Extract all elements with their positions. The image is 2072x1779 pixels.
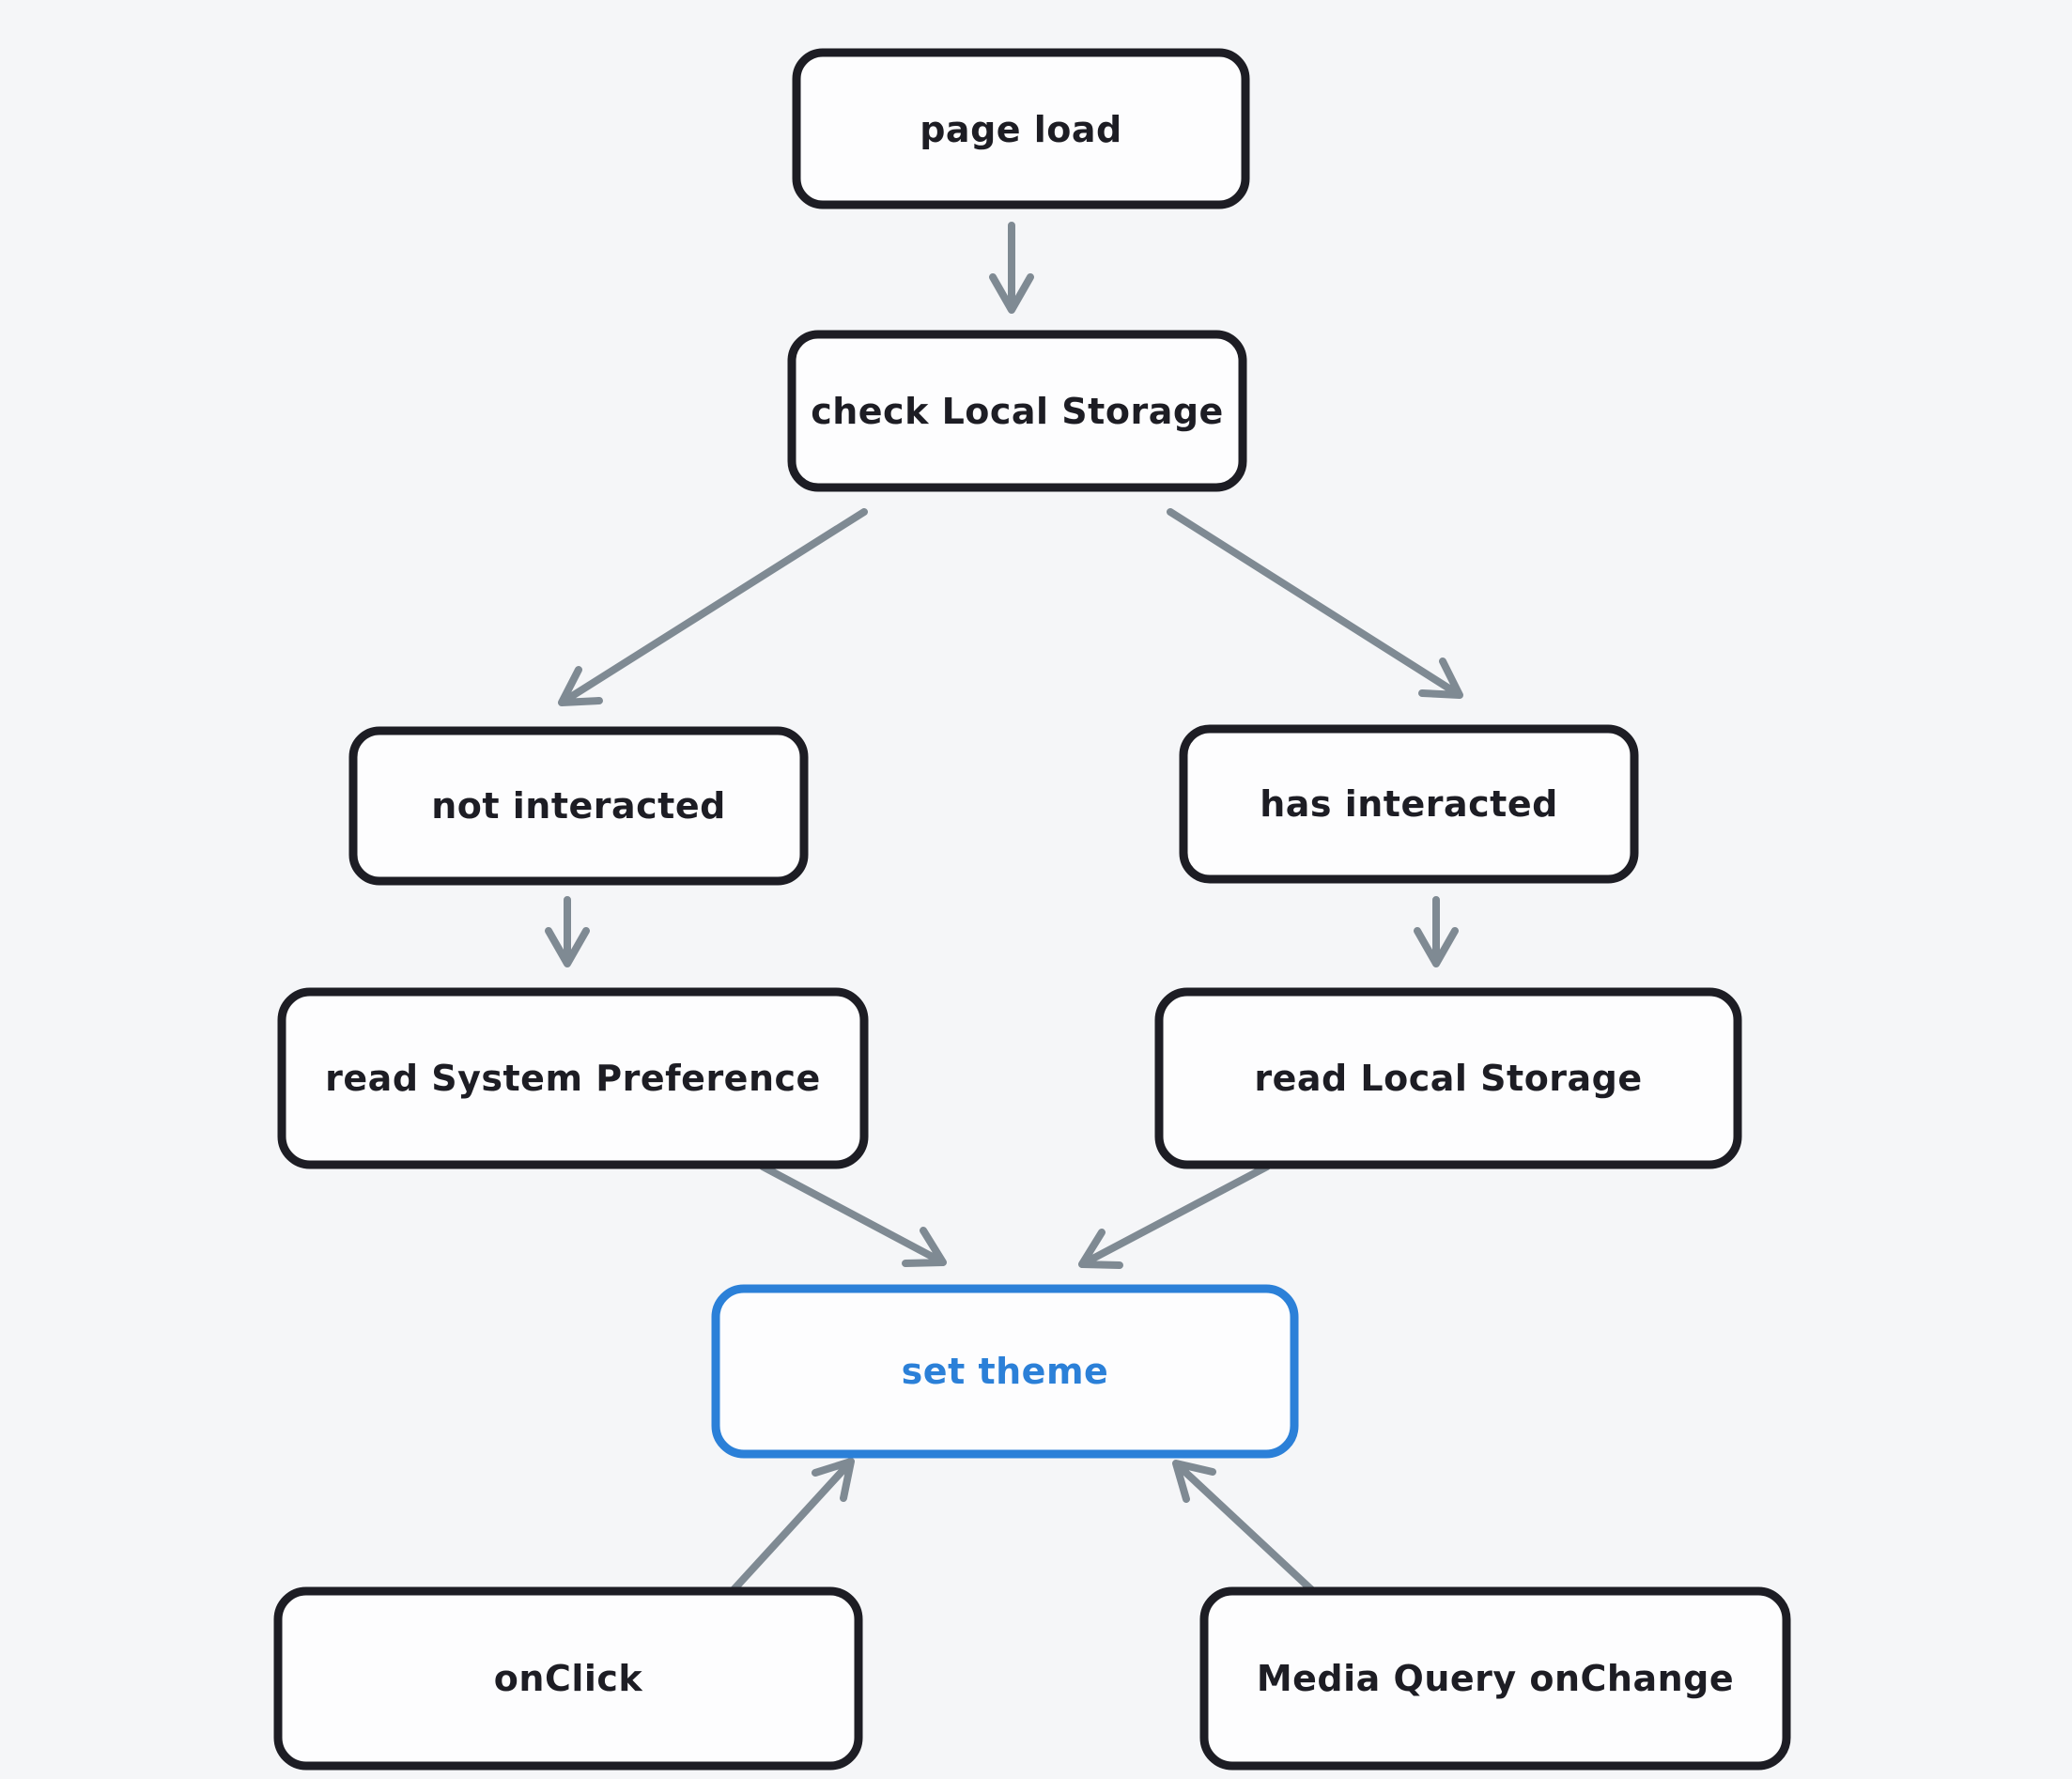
node-set-theme[interactable]: set theme: [711, 1284, 1299, 1459]
node-read-system-preference-label: read System Preference: [325, 1058, 821, 1099]
arrow-shaft: [558, 508, 868, 706]
node-box: [792, 48, 1250, 209]
node-box-highlighted: [711, 1284, 1299, 1459]
arrow-shaft: [1414, 896, 1459, 967]
node-media-query-onchange[interactable]: Media Query onChange: [1199, 1586, 1791, 1771]
node-check-local-storage[interactable]: check Local Storage: [787, 330, 1247, 492]
arrow-shaft: [545, 896, 590, 967]
node-not-interacted[interactable]: not interacted: [348, 726, 809, 886]
node-has-interacted[interactable]: has interacted: [1179, 724, 1639, 884]
node-read-local-storage-label: read Local Storage: [1254, 1058, 1642, 1099]
node-page-load-label: page load: [920, 109, 1122, 150]
arrow-check-local-storage-to-not-interacted[interactable]: [558, 508, 868, 706]
arrow-has-interacted-to-read-local-storage[interactable]: [1414, 896, 1459, 967]
arrow-not-interacted-to-read-system-preference[interactable]: [545, 896, 590, 967]
node-box: [277, 987, 869, 1169]
node-read-system-preference[interactable]: read System Preference: [277, 987, 869, 1169]
arrow-read-local-storage-to-set-theme[interactable]: [1078, 1163, 1271, 1269]
node-not-interacted-label: not interacted: [431, 785, 726, 827]
node-onclick-label: onClick: [494, 1658, 643, 1699]
arrow-read-system-preference-to-set-theme[interactable]: [759, 1163, 947, 1267]
node-check-local-storage-label: check Local Storage: [811, 391, 1224, 432]
node-media-query-onchange-label: Media Query onChange: [1257, 1658, 1734, 1699]
node-has-interacted-label: has interacted: [1260, 783, 1558, 825]
node-box: [787, 330, 1247, 492]
arrow-shaft: [1167, 508, 1463, 699]
node-page-load[interactable]: page load: [792, 48, 1250, 209]
arrow-check-local-storage-to-has-interacted[interactable]: [1167, 508, 1463, 699]
arrow-shaft: [989, 222, 1034, 314]
node-read-local-storage[interactable]: read Local Storage: [1154, 987, 1742, 1169]
node-box: [1154, 987, 1742, 1169]
node-onclick[interactable]: onClick: [273, 1586, 863, 1771]
arrow-shaft: [759, 1163, 947, 1267]
arrow-shaft: [1078, 1163, 1271, 1269]
arrow-page-load-to-check-local-storage[interactable]: [989, 222, 1034, 314]
node-set-theme-label: set theme: [902, 1351, 1109, 1392]
node-box: [1179, 724, 1639, 884]
node-box: [273, 1586, 863, 1771]
node-box: [1199, 1586, 1791, 1771]
node-box: [348, 726, 809, 886]
